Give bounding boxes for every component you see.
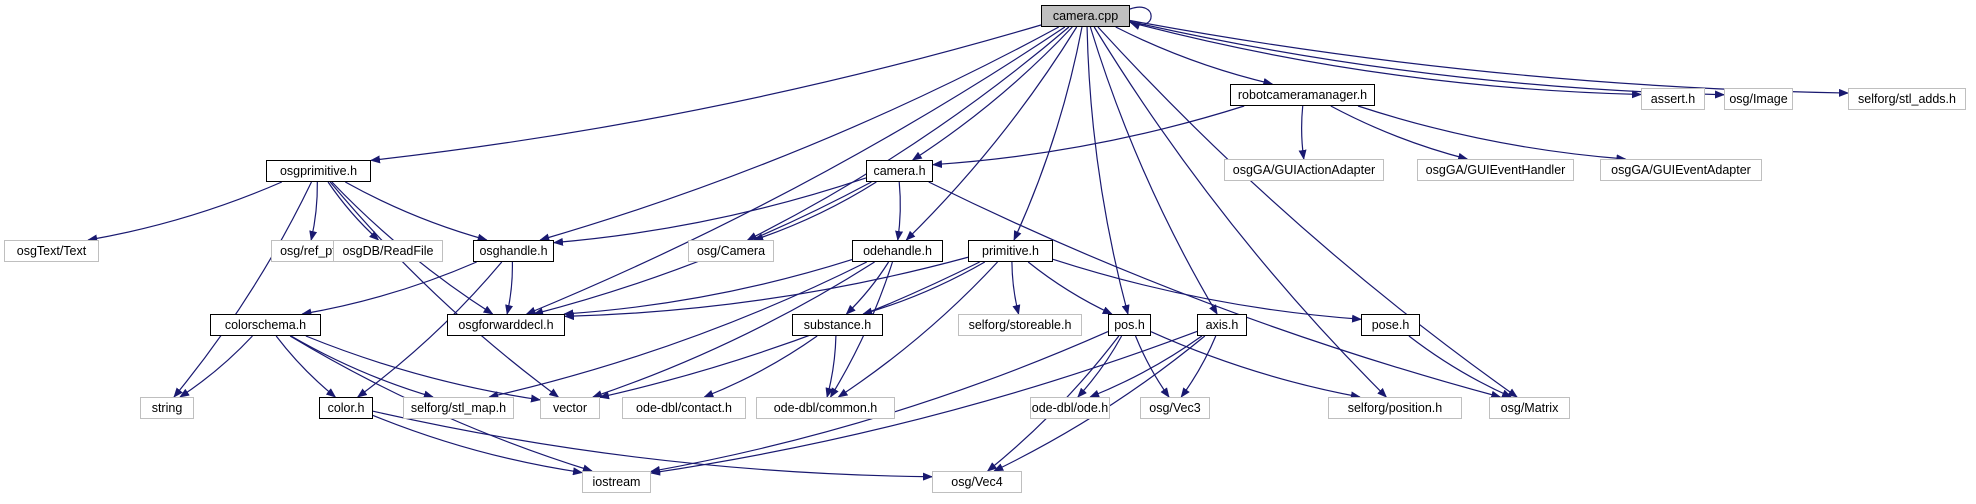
node-ode: ode-dbl/ode.h <box>1030 397 1110 419</box>
edge-camera-cpp-to-matrix <box>1097 26 1518 398</box>
edge-camera-h-to-odehandle <box>895 181 904 241</box>
node-substance[interactable]: substance.h <box>792 314 883 336</box>
node-osgprimitive[interactable]: osgprimitive.h <box>266 160 371 182</box>
edge-osgprimitive-to-ref-ptr <box>309 181 318 241</box>
edge-camera-cpp-to-assert <box>1129 21 1642 99</box>
edge-camera-cpp-to-osghandle <box>539 26 1060 242</box>
edge-colorschema-to-string <box>179 335 253 398</box>
edge-robotcameramanager-to-gui-action <box>1298 105 1307 160</box>
edge-primitive-to-common <box>837 261 998 398</box>
node-robotcameramanager[interactable]: robotcameramanager.h <box>1230 84 1375 106</box>
edge-primitive-to-vector <box>599 261 980 400</box>
edge-odehandle-to-vector <box>591 261 875 398</box>
node-axis[interactable]: axis.h <box>1197 314 1247 336</box>
edge-robotcameramanager-to-gui-event-adapter <box>1357 105 1627 163</box>
edge-camera-cpp-to-osgprimitive <box>370 24 1042 164</box>
edge-colorschema-to-color <box>275 335 337 398</box>
edge-camera-h-to-osghandle <box>553 177 867 246</box>
edge-osghandle-to-osgforwarddecl <box>505 261 514 315</box>
edge-robotcameramanager-to-gui-event-handler <box>1330 105 1469 161</box>
edge-primitive-to-osgforwarddecl <box>564 256 969 321</box>
edge-osgprimitive-to-readfile <box>327 181 380 241</box>
edge-pos-to-ode <box>1077 335 1123 398</box>
edge-odehandle-to-substance <box>845 261 890 315</box>
node-osgtext: osgText/Text <box>4 240 99 262</box>
node-matrix: osg/Matrix <box>1489 397 1570 419</box>
node-vec3: osg/Vec3 <box>1140 397 1210 419</box>
node-pose[interactable]: pose.h <box>1361 314 1420 336</box>
edge-axis-to-iostream <box>650 330 1198 476</box>
node-pos[interactable]: pos.h <box>1108 314 1151 336</box>
edge-axis-to-ode <box>1089 335 1203 398</box>
edge-camera-cpp-to-primitive <box>1013 26 1083 241</box>
edge-camera-cpp-to-osg-image <box>1129 20 1725 99</box>
node-position: selforg/position.h <box>1328 397 1462 419</box>
edge-colorschema-to-stl-map <box>290 335 434 399</box>
node-primitive[interactable]: primitive.h <box>968 240 1053 262</box>
node-stl-adds: selforg/stl_adds.h <box>1848 88 1966 110</box>
edge-odehandle-to-stl-map <box>488 261 868 399</box>
edge-colorschema-to-vector <box>305 335 541 403</box>
edge-osgprimitive-to-osgtext <box>87 181 283 243</box>
edge-odehandle-to-osgforwarddecl <box>563 259 853 318</box>
node-osg-image: osg/Image <box>1724 88 1793 110</box>
edge-substance-to-contact <box>703 335 818 398</box>
edge-camera-cpp-to-odehandle <box>905 26 1078 241</box>
edge-pose-to-matrix <box>1408 335 1512 398</box>
edge-primitive-to-pos <box>1027 261 1113 315</box>
node-storeable: selforg/storeable.h <box>958 314 1082 336</box>
node-colorschema[interactable]: colorschema.h <box>210 314 321 336</box>
edge-axis-to-vec3 <box>1180 335 1217 398</box>
node-color[interactable]: color.h <box>319 397 373 419</box>
node-string: string <box>140 397 194 419</box>
node-camera-cpp[interactable]: camera.cpp <box>1041 5 1130 27</box>
node-vector: vector <box>540 397 600 419</box>
edge-camera-cpp-to-robotcameramanager <box>1115 26 1274 86</box>
edge-camera-cpp-to-osgforwarddecl <box>525 26 1066 315</box>
node-assert: assert.h <box>1641 88 1705 110</box>
edge-pos-to-position <box>1150 331 1361 400</box>
edge-osghandle-to-colorschema <box>301 261 477 317</box>
edge-primitive-to-pose <box>1052 258 1362 323</box>
edge-camera-cpp-to-stl-adds <box>1129 19 1849 97</box>
edge-robotcameramanager-to-camera-h <box>932 105 1245 169</box>
edge-layer <box>87 6 1849 481</box>
edge-osgprimitive-to-string <box>173 181 313 398</box>
node-iostream: iostream <box>582 471 651 493</box>
node-gui-event-handler: osgGA/GUIEventHandler <box>1417 159 1574 181</box>
node-osg-camera: osg/Camera <box>688 240 774 262</box>
edge-camera-cpp-to-pos <box>1086 26 1130 315</box>
edge-camera-cpp-to-axis <box>1089 26 1218 315</box>
edge-color-to-iostream <box>372 414 583 476</box>
edge-camera-h-to-matrix <box>928 181 1502 399</box>
node-gui-action: osgGA/GUIActionAdapter <box>1224 159 1384 181</box>
node-gui-event-adapter: osgGA/GUIEventAdapter <box>1600 159 1762 181</box>
edge-camera-cpp-to-position <box>1093 26 1388 398</box>
edge-osgprimitive-to-vector <box>329 181 560 398</box>
edge-camera-cpp-to-camera-h <box>911 26 1073 161</box>
node-osgforwarddecl[interactable]: osgforwarddecl.h <box>447 314 565 336</box>
node-stl-map: selforg/stl_map.h <box>403 397 514 419</box>
node-camera-h[interactable]: camera.h <box>866 160 933 182</box>
edge-camera-cpp-to-osg-camera <box>746 26 1070 241</box>
edge-primitive-to-substance <box>862 261 986 316</box>
edge-camera-h-to-osg-camera <box>753 181 877 241</box>
node-osghandle[interactable]: osghandle.h <box>473 240 554 262</box>
edge-substance-to-common <box>825 335 837 398</box>
edge-osgprimitive-to-osghandle <box>345 181 488 242</box>
node-contact: ode-dbl/contact.h <box>622 397 746 419</box>
node-odehandle[interactable]: odehandle.h <box>852 240 943 262</box>
node-common: ode-dbl/common.h <box>756 397 895 419</box>
node-readfile: osgDB/ReadFile <box>333 240 443 262</box>
node-vec4: osg/Vec4 <box>932 471 1022 493</box>
edge-color-to-vec4 <box>372 410 933 481</box>
edge-osghandle-to-color <box>356 261 503 398</box>
edge-pos-to-vec3 <box>1134 335 1170 398</box>
edge-primitive-to-storeable <box>1011 261 1021 315</box>
